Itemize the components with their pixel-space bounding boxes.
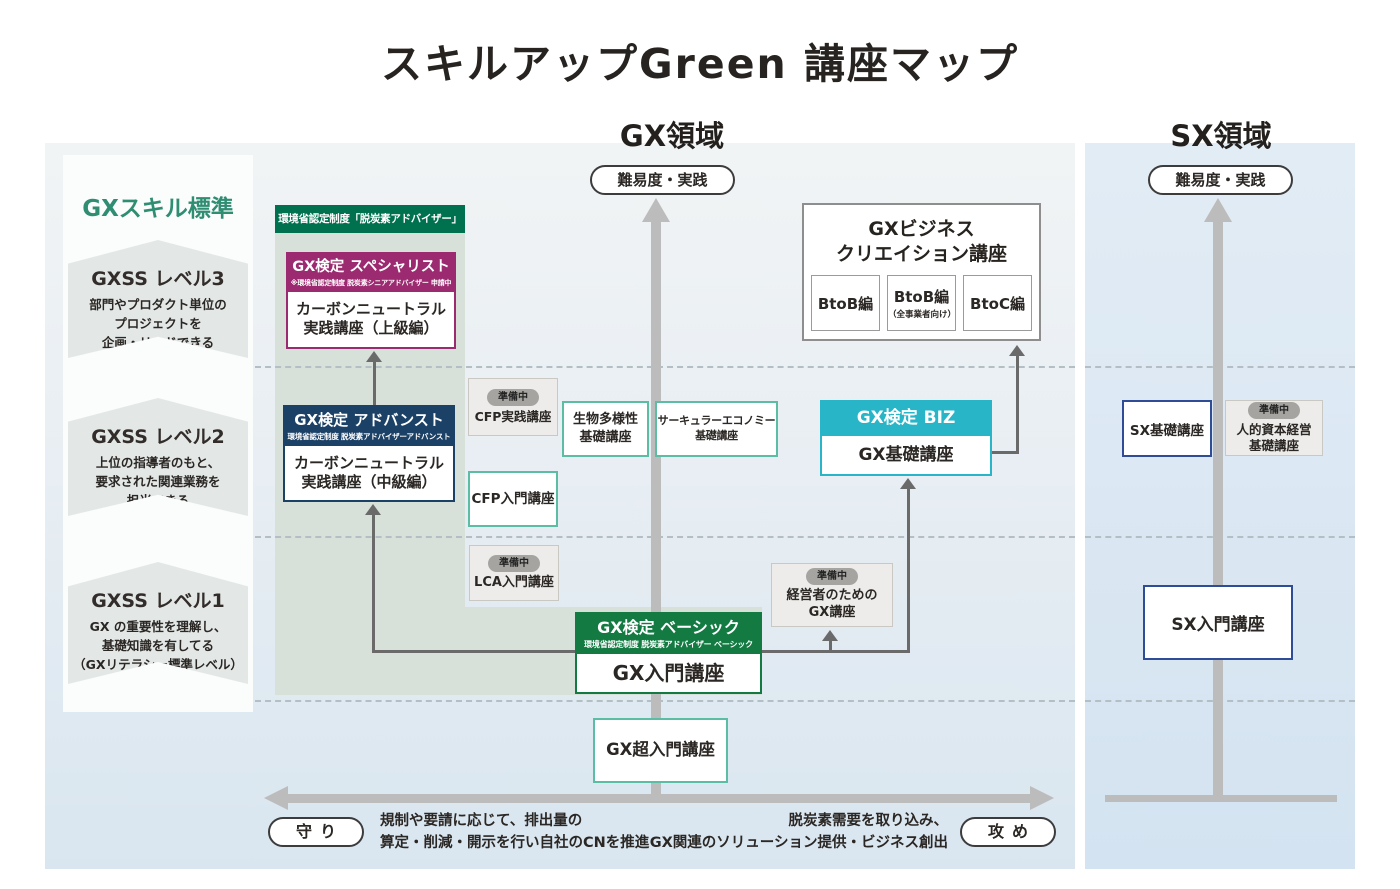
lca-intro-box: 準備中 LCA入門講座 xyxy=(469,545,559,601)
lca-intro-label: LCA入門講座 xyxy=(474,574,554,590)
executive-gx-label: 経営者のための GX講座 xyxy=(786,588,878,620)
connector-intro-left-horizontal xyxy=(372,650,577,653)
business-creation-editions: BtoB編 BtoB編 （全事業者向け） BtoC編 xyxy=(804,275,1039,331)
page-title: スキルアップGreen 講座マップ xyxy=(381,40,1019,88)
connector-arrowhead-icon xyxy=(900,478,916,489)
connector-to-gx-basic xyxy=(907,487,910,652)
basic-title: GX検定 ベーシック xyxy=(597,618,740,637)
specialist-course: カーボンニュートラル 実践講座（上級編） xyxy=(288,291,454,347)
gx-horizontal-axis-left-arrowhead-icon xyxy=(264,786,288,810)
edition-btob-label: BtoB編 xyxy=(817,294,874,313)
biz-course: GX基礎講座 xyxy=(822,435,990,474)
executive-gx-box: 準備中 経営者のための GX講座 xyxy=(771,563,893,627)
edition-btob-all-label: BtoB編 xyxy=(893,288,950,306)
sx-baseline xyxy=(1105,795,1337,802)
cfp-practice-box: 準備中 CFP実践講座 xyxy=(468,378,558,436)
gx-horizontal-axis xyxy=(286,794,1030,803)
biz-header: GX検定 BIZ xyxy=(822,402,990,436)
business-creation-box: GXビジネス クリエイション講座 BtoB編 BtoB編 （全事業者向け） Bt… xyxy=(802,203,1041,341)
preparing-badge: 準備中 xyxy=(487,388,539,406)
basic-course: GX入門講座 xyxy=(577,654,760,692)
specialist-header: GX検定 スペシャリスト ※環境省認定制度 脱炭素シニアアドバイザー 申請中 xyxy=(288,254,454,292)
gxss-level1-chevron: GXSS レベル1 GX の重要性を理解し、 基礎知識を有してる （GXリテラシ… xyxy=(68,562,248,684)
gx-vertical-axis xyxy=(651,220,661,796)
human-capital-box: 準備中 人的資本経営 基礎講座 xyxy=(1225,400,1323,456)
edition-btob-all-sub: （全事業者向け） xyxy=(888,310,957,320)
gxss-level3-name: GXSS レベル3 xyxy=(91,268,225,290)
gxss-level2-desc: 上位の指導者のもと、 要求された関連業務を 担当できる xyxy=(95,455,221,508)
sx-vertical-axis xyxy=(1213,220,1223,797)
gxss-level2-chevron: GXSS レベル2 上位の指導者のもと、 要求された関連業務を 担当できる xyxy=(68,398,248,516)
connector-arrowhead-icon xyxy=(366,351,382,362)
level-divider-gx-2 xyxy=(255,536,1075,538)
gx-area-title: GX領域 xyxy=(619,119,725,153)
offense-pill: 攻め xyxy=(960,817,1056,847)
gx-exam-advanced-box: GX検定 アドバンスト 環境省認定制度 脱炭素アドバイザーアドバンスト カーボン… xyxy=(283,405,455,502)
level-divider-gx-3 xyxy=(255,700,1075,702)
gx-horizontal-axis-right-arrowhead-icon xyxy=(1030,786,1054,810)
preparing-badge: 準備中 xyxy=(488,554,540,572)
sx-vertical-axis-arrowhead-icon xyxy=(1204,198,1232,222)
advanced-subtitle: 環境省認定制度 脱炭素アドバイザーアドバンスト xyxy=(287,432,451,442)
cfp-intro-box: CFP入門講座 xyxy=(468,471,558,527)
business-creation-title: GXビジネス クリエイション講座 xyxy=(835,218,1007,266)
cfp-practice-label: CFP実践講座 xyxy=(474,408,552,424)
specialist-title: GX検定 スペシャリスト xyxy=(292,259,450,275)
connector-intro-to-advanced xyxy=(372,513,375,653)
connector-biz-right-horizontal xyxy=(992,451,1019,454)
gx-exam-specialist-box: GX検定 スペシャリスト ※環境省認定制度 脱炭素シニアアドバイザー 申請中 カ… xyxy=(286,252,456,349)
basic-header: GX検定 ベーシック 環境省認定制度 脱炭素アドバイザー ベーシック xyxy=(577,614,760,655)
biz-title: GX検定 BIZ xyxy=(856,408,956,428)
edition-btob-all: BtoB編 （全事業者向け） xyxy=(887,275,956,331)
gxss-level3-chevron: GXSS レベル3 部門やプロダクト単位の プロジェクトを 企画・リードできる xyxy=(68,240,248,358)
cert-zone-label: 環境省認定制度「脱炭素アドバイザー」 xyxy=(275,205,465,233)
human-capital-label: 人的資本経営 基礎講座 xyxy=(1236,421,1312,453)
connector-intro-right-horizontal xyxy=(762,650,910,653)
advanced-course: カーボンニュートラル 実践講座（中級編） xyxy=(285,446,453,500)
offense-description: 脱炭素需要を取り込み、 GX関連のソリューション提供・ビジネス創出 xyxy=(649,813,948,851)
specialist-subtitle: ※環境省認定制度 脱炭素シニアアドバイザー 申請中 xyxy=(290,278,452,287)
gxss-level1-desc: GX の重要性を理解し、 基礎知識を有してる （GXリテラシー標準レベル） xyxy=(73,619,243,672)
gx-exam-basic-box: GX検定 ベーシック 環境省認定制度 脱炭素アドバイザー ベーシック GX入門講… xyxy=(575,612,762,694)
edition-btoc-label: BtoC編 xyxy=(970,294,1025,313)
gxss-level1-name: GXSS レベル1 xyxy=(91,590,225,612)
edition-btob: BtoB編 xyxy=(811,275,880,331)
defense-pill: 守り xyxy=(268,817,364,847)
connector-to-executive xyxy=(829,639,832,652)
connector-arrowhead-icon xyxy=(822,630,838,641)
sx-intro-box: SX入門講座 xyxy=(1143,585,1293,660)
connector-to-business-creation xyxy=(1016,354,1019,454)
sidebar-title: GXスキル標準 xyxy=(82,196,234,222)
gxss-level2-name: GXSS レベル2 xyxy=(91,426,225,448)
gx-super-intro-box: GX超入門講座 xyxy=(593,718,728,783)
connector-arrowhead-icon xyxy=(365,504,381,515)
gx-vertical-axis-arrowhead-icon xyxy=(642,198,670,222)
circular-economy-box: サーキュラーエコノミー 基礎講座 xyxy=(655,401,778,457)
gxss-level3-desc: 部門やプロダクト単位の プロジェクトを 企画・リードできる xyxy=(89,297,227,350)
biodiversity-box: 生物多様性 基礎講座 xyxy=(562,401,649,457)
advanced-header: GX検定 アドバンスト 環境省認定制度 脱炭素アドバイザーアドバンスト xyxy=(285,407,453,447)
gx-exam-biz-box: GX検定 BIZ GX基礎講座 xyxy=(820,400,992,476)
advanced-title: GX検定 アドバンスト xyxy=(294,411,444,429)
defense-description: 規制や要請に応じて、排出量の 算定・削減・開示を行い自社のCNを推進 xyxy=(380,813,650,851)
gx-difficulty-pill: 難易度・実践 xyxy=(590,165,735,195)
connector-arrowhead-icon xyxy=(1009,345,1025,356)
preparing-badge: 準備中 xyxy=(806,568,858,586)
connector-advanced-to-specialist xyxy=(373,360,376,405)
sx-difficulty-pill: 難易度・実践 xyxy=(1148,165,1293,195)
level-divider-gx-1 xyxy=(255,366,1075,368)
basic-subtitle: 環境省認定制度 脱炭素アドバイザー ベーシック xyxy=(584,640,753,650)
edition-btoc: BtoC編 xyxy=(963,275,1032,331)
gx-skill-standard-sidebar: GXスキル標準 GXSS レベル3 部門やプロダクト単位の プロジェクトを 企画… xyxy=(63,155,253,712)
sx-basic-box: SX基礎講座 xyxy=(1122,400,1212,457)
sx-area-title: SX領域 xyxy=(1170,119,1272,153)
preparing-badge: 準備中 xyxy=(1248,401,1300,419)
